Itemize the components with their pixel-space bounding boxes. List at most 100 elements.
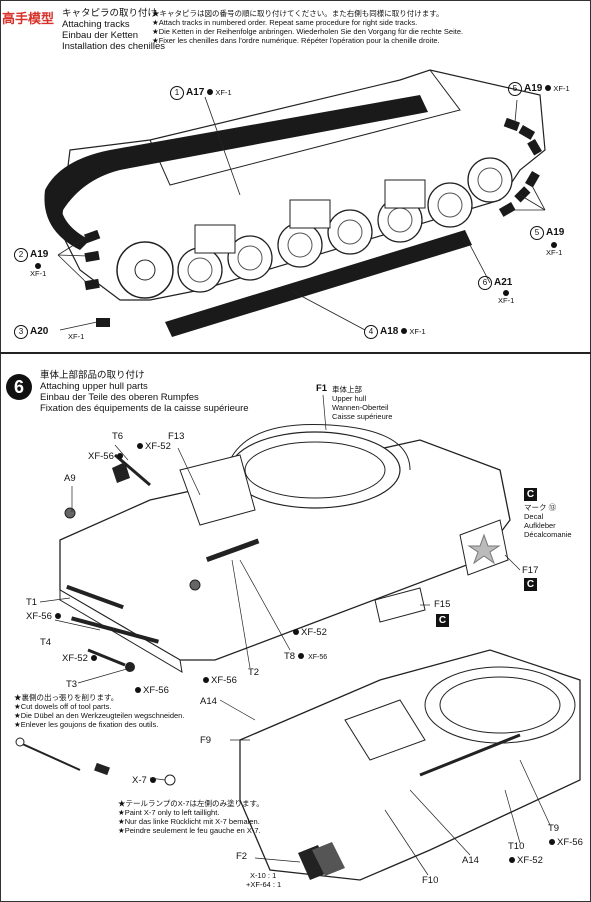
paint-code: XF-56 <box>132 686 169 696</box>
paint-code: X-7 <box>132 775 147 786</box>
step-index: 1 <box>170 86 184 100</box>
decal-name-ja: マーク ⑬ <box>524 503 557 512</box>
step6-title-en: Attaching upper hull parts <box>40 381 148 392</box>
paint-code: XF-1 <box>409 327 426 336</box>
label-f2: F2 <box>236 851 248 862</box>
paint-dot-icon <box>551 242 557 249</box>
part-number: A19 <box>546 227 565 238</box>
watermark-char: 手 <box>15 11 29 26</box>
step-index: 2 <box>14 248 28 262</box>
paint-dot-icon <box>298 653 305 660</box>
decal-sheet-badge: C <box>524 488 537 501</box>
watermark-char: 高 <box>2 11 16 26</box>
paint-code: XF-1 <box>30 269 47 278</box>
paint-code: XF-52 <box>62 653 88 664</box>
paint-code: XF-52 <box>62 654 99 664</box>
paint-dot-icon <box>293 629 299 636</box>
label-a14-left: A14 <box>200 696 217 707</box>
step-index: 4 <box>364 325 378 339</box>
paint-dot-icon <box>116 453 123 460</box>
step6-title-de: Einbau der Teile des oberen Rumpfes <box>40 392 199 403</box>
taillight-note-en: ★Paint X-7 only to left taillight. <box>118 808 220 817</box>
paint-mix-2: +XF-64 : 1 <box>246 880 282 889</box>
decal-sheet-badge: C <box>436 614 449 627</box>
decal-name-en: Decal <box>524 512 544 521</box>
label-f13: F13 <box>168 431 185 442</box>
step5-title-fr: Installation des chenilles <box>62 41 165 52</box>
watermark-char: 模 <box>28 11 42 26</box>
part-number: A19 <box>30 249 49 260</box>
watermark-logo: 高手模型 <box>2 8 64 36</box>
paint-code <box>32 262 43 271</box>
step6-title-ja: 車体上部部品の取り付け <box>40 370 145 381</box>
paint-code: XF-56 <box>88 452 125 462</box>
label-f1: F1 <box>316 383 328 394</box>
dowel-note-en: ★Cut dowels off of tool parts. <box>14 702 112 711</box>
label-t4: T4 <box>40 637 52 648</box>
step6-number: 6 <box>6 374 32 400</box>
step5-note-de: ★Die Ketten in der Reihenfolge anbringen… <box>152 27 464 36</box>
paint-code: XF-1 <box>68 332 85 341</box>
paint-code: XF-52 <box>517 855 543 866</box>
step6-title-fr: Fixation des équipements de la caisse su… <box>40 403 249 414</box>
step5-title-ja: キャタピラの取り付け <box>62 8 158 19</box>
label-t1: T1 <box>26 597 38 608</box>
part-number: A19 <box>524 83 543 94</box>
paint-dot-icon <box>203 677 209 684</box>
label-f10: F10 <box>422 875 439 886</box>
step5-note-en: ★Attach tracks in numbered order. Repeat… <box>152 18 418 27</box>
paint-code: XF-52 <box>301 627 327 638</box>
paint-code <box>500 289 511 298</box>
f1-name-en: Upper hull <box>332 394 367 403</box>
step5-track-diagram <box>44 69 546 337</box>
paint-code: XF-56 <box>211 675 237 686</box>
step5-note-fr: ★Fixer les chenilles dans l'ordre numéri… <box>152 36 440 45</box>
paint-dot-icon <box>207 89 214 96</box>
label-t9: T9 <box>548 823 560 834</box>
paint-code: XF-56 <box>200 676 237 686</box>
paint-dot-icon <box>503 290 509 297</box>
label-f17: F17 <box>522 565 539 576</box>
paint-code: XF-52 <box>290 628 327 638</box>
step-index: 3 <box>14 325 28 339</box>
part-number: A21 <box>494 277 513 288</box>
paint-code: XF-1 <box>546 248 563 257</box>
paint-code: XF-52 <box>506 856 543 866</box>
paint-code <box>548 241 559 250</box>
label-a9: A9 <box>64 473 76 484</box>
paint-code: X-7 <box>132 776 158 786</box>
paint-dot-icon <box>549 839 555 846</box>
paint-code: XF-56 <box>88 451 114 462</box>
label-a14-right: A14 <box>462 855 479 866</box>
step5-title-de: Einbau der Ketten <box>62 30 139 41</box>
decal-sheet-badge: C <box>524 578 537 591</box>
paint-dot-icon <box>54 613 61 620</box>
step-index: 6 <box>478 276 492 290</box>
paint-code: XF-56 <box>308 654 328 661</box>
paint-code: XF-52 <box>134 442 171 452</box>
decal-name-de: Aufkleber <box>524 521 556 530</box>
paint-dot-icon <box>35 263 41 270</box>
taillight-note-ja: ★テールランプのX-7は左側のみ塗ります。 <box>118 799 264 808</box>
part-number: A20 <box>30 326 49 337</box>
step5-note-ja: ★キャタピラは図の番号の順に取り付けてください。また右側も同様に取り付けます。 <box>152 9 444 18</box>
paint-code: XF-56 <box>546 838 583 848</box>
f1-name-ja: 車体上部 <box>332 385 362 394</box>
paint-code: XF-1 <box>215 88 232 97</box>
label-t8: T8 XF-56 <box>284 652 327 663</box>
dowel-note-de: ★Die Dübel an den Werkzeugteilen wegschn… <box>14 711 185 720</box>
label-t6: T6 <box>112 431 124 442</box>
paint-code: XF-56 <box>26 612 63 622</box>
paint-code: XF-56 <box>557 837 583 848</box>
f1-name-de: Wannen-Oberteil <box>332 403 389 412</box>
label-t3: T3 <box>66 679 78 690</box>
paint-dot-icon <box>509 857 515 864</box>
part-number: T8 <box>284 651 296 662</box>
taillight-note-de: ★Nur das linke Rücklicht mit X-7 bemalen… <box>118 817 260 826</box>
